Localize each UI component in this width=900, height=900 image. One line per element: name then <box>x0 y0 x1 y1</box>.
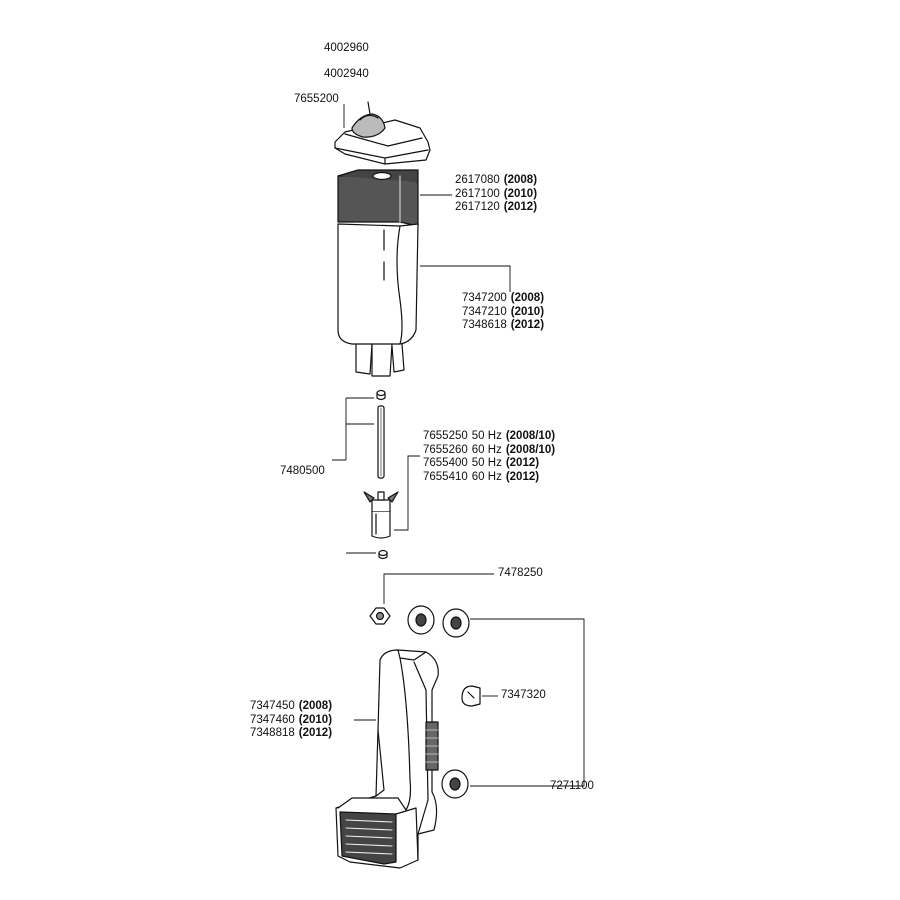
leader-suction-cups <box>470 618 585 787</box>
label-top-2: 4002940 <box>324 68 369 80</box>
sponge-part <box>337 169 419 227</box>
leader-axle <box>332 397 374 461</box>
pump-part <box>335 649 439 869</box>
label-housing: 7347200(2008) 7347210(2010) 7348618(2012… <box>462 292 545 331</box>
label-pump: 7347450(2008) 7347460(2010) 7348818(2012… <box>250 700 333 739</box>
label-axle: 7480500 <box>280 465 325 477</box>
suction-cup-2 <box>442 608 470 638</box>
label-top-1: 4002960 <box>324 42 369 54</box>
bushing-top-part <box>376 389 386 401</box>
label-connector: 7478250 <box>498 567 543 579</box>
leader-housing <box>420 265 511 292</box>
bushing-bottom-part <box>378 549 388 560</box>
valve-part <box>461 685 481 707</box>
suction-cup-1 <box>407 605 435 635</box>
cover-part <box>334 101 431 165</box>
axle-part <box>377 405 385 479</box>
impeller-part <box>363 491 399 539</box>
housing-part <box>337 223 419 377</box>
label-cover: 7655200 <box>294 93 339 105</box>
suction-cup-3 <box>441 769 469 799</box>
label-valve: 7347320 <box>501 689 546 701</box>
label-sponge: 2617080(2008) 2617100(2010) 2617120(2012… <box>455 174 538 213</box>
leader-impeller <box>394 455 420 531</box>
label-suction-cups: 7271100 <box>550 780 594 792</box>
connector-part <box>369 607 391 625</box>
leader-connector <box>383 573 494 604</box>
